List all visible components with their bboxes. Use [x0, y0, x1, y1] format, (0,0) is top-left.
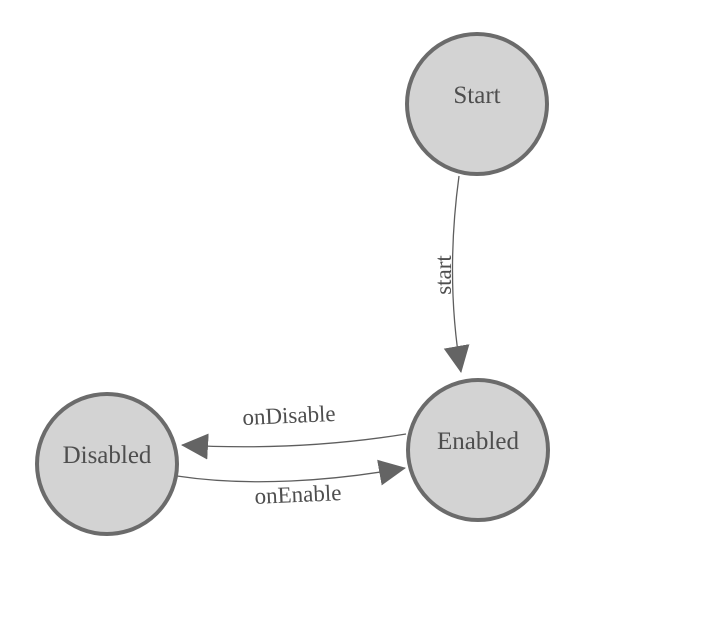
edge-start-transition[interactable] [443, 175, 470, 373]
state-node-disabled[interactable]: Disabled [35, 392, 179, 536]
edge-on-enable[interactable] [176, 459, 406, 486]
edge-label-on-disable: onDisable [241, 400, 337, 431]
edge-on-disable[interactable] [181, 433, 407, 460]
edge-label-on-enable: onEnable [254, 480, 342, 509]
state-node-enabled[interactable]: Enabled [406, 378, 550, 522]
node-label-disabled: Disabled [62, 441, 152, 469]
node-label-start: Start [453, 81, 501, 109]
state-node-start[interactable]: Start [405, 32, 549, 176]
node-label-enabled: Enabled [437, 427, 519, 455]
edge-label-start: start [431, 255, 456, 295]
